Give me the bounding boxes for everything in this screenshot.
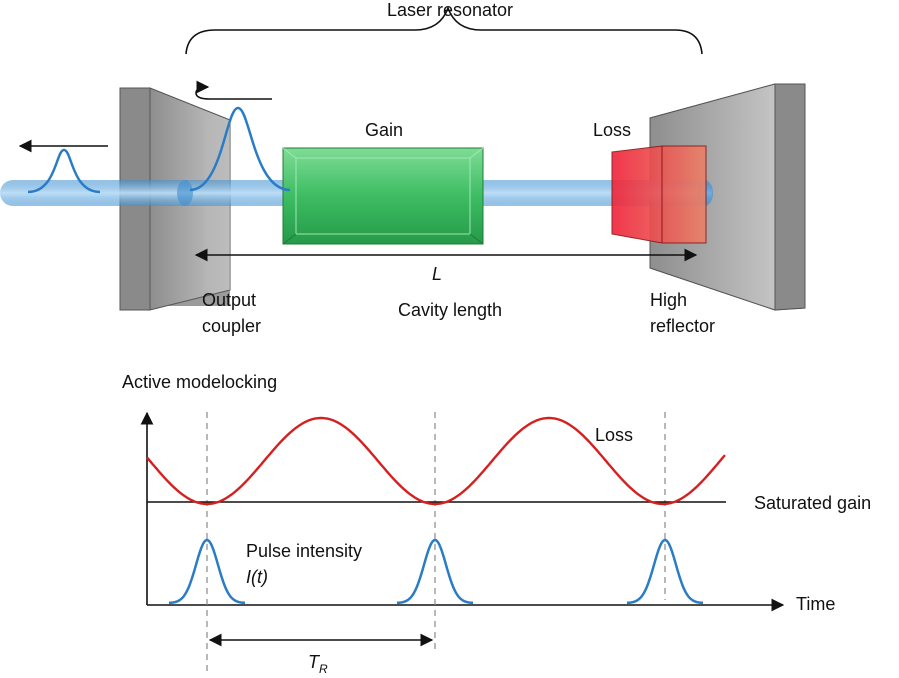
output-coupler-label-line2: coupler: [202, 316, 261, 336]
pulse-train: [169, 538, 703, 605]
time-axis-label: Time: [796, 594, 835, 614]
loss-modulator: [611, 145, 707, 244]
output-pulse: [27, 148, 101, 194]
output-coupler-label-line1: Output: [202, 290, 256, 310]
loss-curve-label: Loss: [595, 425, 633, 445]
gain-label: Gain: [365, 120, 403, 140]
laser-resonator: Laser resonator Gain: [0, 0, 806, 336]
round-trip-symbol-main: T: [308, 652, 321, 672]
resonator-brace: [185, 5, 703, 55]
pulse-intensity-symbol: I(t): [246, 567, 268, 587]
intensity-pulse: [397, 538, 473, 605]
loss-label: Loss: [593, 120, 631, 140]
intracavity-pulse: [189, 106, 291, 192]
round-trip-symbol: TR: [308, 652, 328, 676]
high-reflector-label-line1: High: [650, 290, 687, 310]
high-reflector-label-line2: reflector: [650, 316, 715, 336]
intensity-pulse: [627, 538, 703, 605]
pulse-intensity-label: Pulse intensity: [246, 541, 362, 561]
resonator-title: Laser resonator: [387, 0, 513, 20]
cavity-length-symbol: L: [432, 264, 442, 284]
loss-curve: [146, 416, 726, 506]
gain-crystal: [282, 147, 484, 245]
modelocking-plot: Active modelocking Time Saturated gain L…: [122, 372, 871, 676]
saturated-gain-label: Saturated gain: [754, 493, 871, 513]
pulse-guides: [206, 412, 666, 672]
recirculation-arrow: [195, 80, 272, 100]
plot-title: Active modelocking: [122, 372, 277, 392]
round-trip-symbol-subscript: R: [319, 662, 328, 676]
cavity-length-label: Cavity length: [398, 300, 502, 320]
intensity-pulse: [169, 538, 245, 605]
